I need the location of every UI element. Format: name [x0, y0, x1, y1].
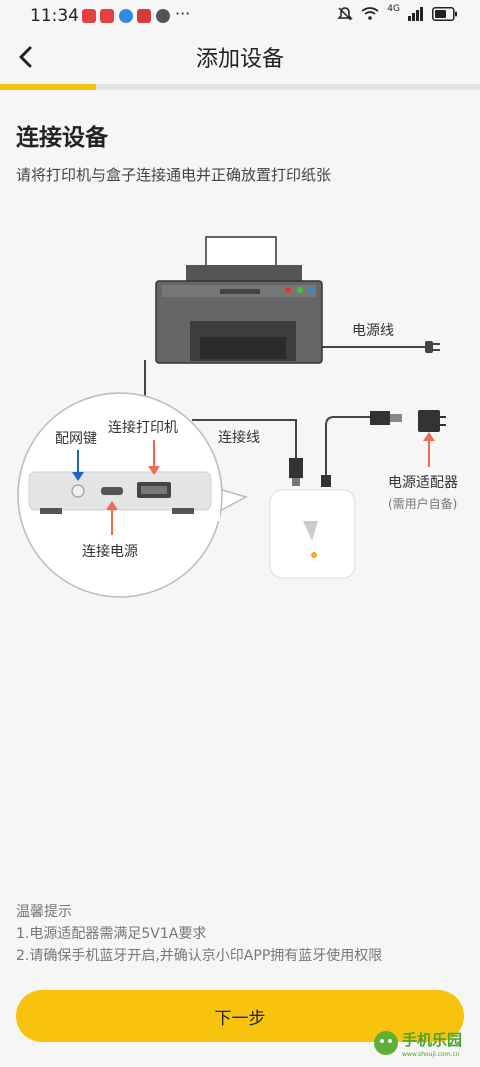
back-button[interactable] [10, 42, 40, 72]
notification-icon-1 [82, 9, 96, 23]
label-connect-printer: 连接打印机 [108, 419, 178, 436]
wechat-icon [156, 9, 170, 23]
battery-icon [432, 7, 457, 21]
label-power-adapter: 电源适配器 [388, 475, 458, 491]
section-heading: 连接设备 [16, 125, 108, 151]
connection-illustration: 电源线 连接线 电源适配器 (需用户自备) [17, 236, 458, 598]
zoom-detail-circle: 配网键 连接打印机 连接电源 [17, 392, 248, 598]
status-bar: 11:34 ··· 4G [0, 0, 480, 32]
label-connect-power: 连接电源 [82, 543, 138, 560]
step-progress-bar [0, 84, 480, 90]
label-pair-key: 配网键 [55, 431, 97, 447]
tip-line-2: 2.请确保手机蓝牙开启,并确认京小印APP拥有蓝牙使用权限 [16, 948, 383, 964]
status-icons: 4G [337, 4, 458, 22]
label-connect-cable: 连接线 [218, 429, 260, 446]
status-time: 11:34 [30, 6, 79, 26]
tips-title: 温馨提示 [16, 904, 72, 920]
wifi-icon [361, 7, 379, 20]
section-subtitle: 请将打印机与盒子连接通电并正确放置打印纸张 [16, 166, 332, 184]
page-title: 添加设备 [195, 47, 284, 72]
tip-line-1: 1.电源适配器需满足5V1A要求 [16, 926, 207, 942]
tips-section: 温馨提示 1.电源适配器需满足5V1A要求 2.请确保手机蓝牙开启,并确认京小印… [16, 901, 382, 967]
watermark-logo: 手机乐园 www.shouji.com.cn [374, 1031, 462, 1058]
chevron-left-icon [19, 46, 32, 68]
label-power-cord: 电源线 [352, 323, 394, 339]
mute-icon [337, 7, 354, 21]
notification-icon-2 [100, 9, 114, 23]
signal-icon [408, 7, 423, 21]
step-progress-fill [0, 84, 96, 90]
notification-icon-3 [119, 9, 133, 23]
more-notifications-icon: ··· [175, 4, 191, 23]
watermark-brand: 手机乐园 [402, 1031, 462, 1049]
app-header: 添加设备 [0, 32, 480, 84]
print-box-image [269, 489, 356, 579]
watermark-url: www.shouji.com.cn [402, 1051, 460, 1058]
network-type: 4G [387, 4, 400, 14]
notification-icon-4 [137, 9, 151, 23]
label-adapter-note: (需用户自备) [388, 496, 457, 511]
printer-image [155, 236, 323, 364]
